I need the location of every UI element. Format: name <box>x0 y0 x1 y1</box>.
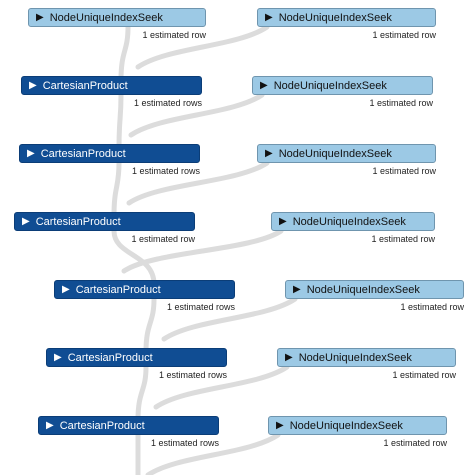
triangle-right-icon: ▶ <box>260 79 268 91</box>
plan-node: ▶ CartesianProduct 1 estimated rows <box>21 76 202 108</box>
node-unique-index-seek-operator[interactable]: ▶ NodeUniqueIndexSeek <box>277 348 456 367</box>
triangle-right-icon: ▶ <box>22 215 30 227</box>
triangle-right-icon: ▶ <box>276 419 284 431</box>
link-line <box>135 24 270 70</box>
link-line <box>143 296 157 355</box>
plan-node: ▶ CartesianProduct 1 estimated row <box>14 212 195 244</box>
estimated-rows-label: 1 estimated rows <box>158 370 227 380</box>
plan-node: ▶ NodeUniqueIndexSeek 1 estimated row <box>257 8 436 40</box>
link-line <box>111 160 122 219</box>
link-line <box>161 296 298 342</box>
estimated-rows-label: 1 estimated row <box>372 30 436 40</box>
operator-label: NodeUniqueIndexSeek <box>298 351 412 364</box>
estimated-rows-label: 1 estimated row <box>369 98 433 108</box>
plan-node: ▶ NodeUniqueIndexSeek 1 estimated row <box>268 416 447 448</box>
operator-label: CartesianProduct <box>35 215 121 228</box>
estimated-rows-label: 1 estimated rows <box>131 166 200 176</box>
plan-node: ▶ NodeUniqueIndexSeek 1 estimated row <box>257 144 436 176</box>
triangle-right-icon: ▶ <box>265 11 273 23</box>
operator-label: NodeUniqueIndexSeek <box>278 11 392 24</box>
link-line <box>153 364 290 410</box>
operator-label: NodeUniqueIndexSeek <box>289 419 403 432</box>
plan-node: ▶ NodeUniqueIndexSeek 1 estimated row <box>285 280 464 312</box>
link-line <box>116 92 124 151</box>
node-unique-index-seek-operator[interactable]: ▶ NodeUniqueIndexSeek <box>268 416 447 435</box>
estimated-rows-label: 1 estimated row <box>131 234 195 244</box>
operator-label: CartesianProduct <box>42 79 128 92</box>
plan-node: ▶ CartesianProduct 1 estimated rows <box>38 416 219 448</box>
estimated-rows-label: 1 estimated row <box>392 370 456 380</box>
triangle-right-icon: ▶ <box>279 215 287 227</box>
cartesian-product-operator[interactable]: ▶ CartesianProduct <box>19 144 200 163</box>
node-unique-index-seek-operator[interactable]: ▶ NodeUniqueIndexSeek <box>28 8 206 27</box>
plan-node: ▶ CartesianProduct 1 estimated rows <box>54 280 235 312</box>
link-line <box>126 160 270 206</box>
node-unique-index-seek-operator[interactable]: ▶ NodeUniqueIndexSeek <box>252 76 433 95</box>
cartesian-product-operator[interactable]: ▶ CartesianProduct <box>54 280 235 299</box>
link-line <box>121 228 284 274</box>
operator-label: NodeUniqueIndexSeek <box>278 147 392 160</box>
triangle-right-icon: ▶ <box>293 283 301 295</box>
cartesian-product-operator[interactable]: ▶ CartesianProduct <box>14 212 195 231</box>
link-line <box>128 92 265 138</box>
link-line <box>111 228 157 287</box>
estimated-rows-label: 1 estimated row <box>142 30 206 40</box>
estimated-rows-label: 1 estimated rows <box>133 98 202 108</box>
node-unique-index-seek-operator[interactable]: ▶ NodeUniqueIndexSeek <box>285 280 464 299</box>
operator-label: NodeUniqueIndexSeek <box>49 11 163 24</box>
estimated-rows-label: 1 estimated row <box>372 166 436 176</box>
triangle-right-icon: ▶ <box>46 419 54 431</box>
link-line <box>135 364 149 423</box>
triangle-right-icon: ▶ <box>27 147 35 159</box>
cartesian-product-operator[interactable]: ▶ CartesianProduct <box>46 348 227 367</box>
plan-node: ▶ NodeUniqueIndexSeek 1 estimated row <box>252 76 433 108</box>
triangle-right-icon: ▶ <box>54 351 62 363</box>
estimated-rows-label: 1 estimated row <box>371 234 435 244</box>
operator-label: NodeUniqueIndexSeek <box>306 283 420 296</box>
link-line <box>145 432 281 475</box>
estimated-rows-label: 1 estimated rows <box>150 438 219 448</box>
estimated-rows-label: 1 estimated row <box>400 302 464 312</box>
operator-label: CartesianProduct <box>59 419 145 432</box>
link-line <box>118 24 131 83</box>
node-unique-index-seek-operator[interactable]: ▶ NodeUniqueIndexSeek <box>271 212 435 231</box>
node-unique-index-seek-operator[interactable]: ▶ NodeUniqueIndexSeek <box>257 144 436 163</box>
triangle-right-icon: ▶ <box>285 351 293 363</box>
triangle-right-icon: ▶ <box>265 147 273 159</box>
plan-node: ▶ NodeUniqueIndexSeek 1 estimated row <box>271 212 435 244</box>
plan-node: ▶ NodeUniqueIndexSeek 1 estimated row <box>277 348 456 380</box>
cartesian-product-operator[interactable]: ▶ CartesianProduct <box>38 416 219 435</box>
triangle-right-icon: ▶ <box>36 11 44 23</box>
plan-node: ▶ CartesianProduct 1 estimated rows <box>46 348 227 380</box>
operator-label: NodeUniqueIndexSeek <box>292 215 406 228</box>
node-unique-index-seek-operator[interactable]: ▶ NodeUniqueIndexSeek <box>257 8 436 27</box>
plan-node: ▶ NodeUniqueIndexSeek 1 estimated row <box>28 8 206 40</box>
cartesian-product-operator[interactable]: ▶ CartesianProduct <box>21 76 202 95</box>
triangle-right-icon: ▶ <box>62 283 70 295</box>
operator-label: NodeUniqueIndexSeek <box>273 79 387 92</box>
operator-label: CartesianProduct <box>75 283 161 296</box>
operator-label: CartesianProduct <box>67 351 153 364</box>
triangle-right-icon: ▶ <box>29 79 37 91</box>
plan-node: ▶ CartesianProduct 1 estimated rows <box>19 144 200 176</box>
estimated-rows-label: 1 estimated rows <box>166 302 235 312</box>
operator-label: CartesianProduct <box>40 147 126 160</box>
estimated-rows-label: 1 estimated row <box>383 438 447 448</box>
